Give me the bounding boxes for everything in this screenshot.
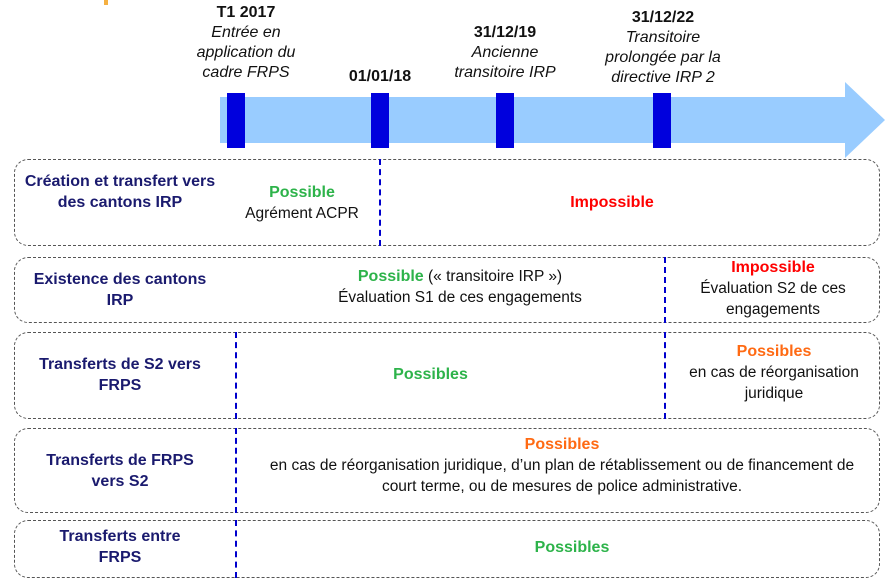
decorative-mark [104,0,108,5]
status-possible: Possible [269,184,335,201]
row-creation-transfert [14,159,880,246]
status-impossible: Impossible [731,259,815,276]
period-divider [235,520,237,578]
cell-detail: Évaluation S2 de ces engagements [700,280,846,318]
cell: Possibles en cas de réorganisation jurid… [262,434,862,497]
row-existence-cantons [14,257,880,323]
row-transferts-frps-s2 [14,428,880,513]
row-label: Existence des cantons IRP [33,271,207,309]
cell: Possible (« transitoire IRP ») Évaluatio… [260,266,660,308]
cell: Impossible Évaluation S2 de ces engageme… [668,257,878,320]
milestone-desc: Transitoire prolongée par la directive I… [605,29,721,86]
cell: Possibles en cas de réorganisation jurid… [668,341,880,404]
milestone-date: T1 2017 [216,4,276,21]
row-transferts-entre-frps [14,520,880,578]
period-divider [235,428,237,513]
milestone-31-12-22: 31/12/22 Transitoire prolongée par la di… [588,8,738,88]
period-divider [235,332,237,419]
cell-detail: Évaluation S1 de ces engagements [338,289,582,306]
cell-detail: en cas de réorganisation juridique, d’un… [269,457,855,495]
status-possibles-conditional: Possibles [736,343,812,360]
milestone-31-12-19: 31/12/19 Ancienne transitoire IRP [435,23,575,83]
milestone-marker [371,93,389,148]
cell: Possibles [238,364,623,385]
timeline-arrow [220,97,846,143]
cell: Impossible [382,192,842,213]
milestone-marker [496,93,514,148]
milestone-desc: Ancienne transitoire IRP [454,44,556,81]
row-label: Création et transfert vers des cantons I… [24,173,216,211]
milestone-date: 31/12/19 [473,24,537,41]
row-label: Transferts de FRPS vers S2 [46,452,194,490]
cell: Possibles [262,537,882,558]
milestone-01-01-18: 01/01/18 [330,67,430,87]
cell-detail: en cas de réorganisation juridique [689,364,859,402]
timeline-arrow-head [845,82,885,158]
row-transferts-s2-frps [14,332,880,419]
period-divider [664,257,666,323]
row-label: Transferts entre FRPS [59,528,181,566]
milestone-marker [227,93,245,148]
period-divider [379,159,381,246]
period-divider [664,332,666,419]
status-suffix: (« transitoire IRP ») [428,268,563,285]
milestone-date: 01/01/18 [348,68,412,85]
cell: Possible Agrément ACPR [222,182,382,224]
milestone-date: 31/12/22 [631,9,695,26]
status-possible: Possible [357,268,424,285]
row-label: Transferts de S2 vers FRPS [39,356,201,394]
milestone-marker [653,93,671,148]
milestone-desc: Entrée en application du cadre FRPS [196,24,296,81]
cell-detail: Agrément ACPR [245,205,359,222]
milestone-t1-2017: T1 2017 Entrée en application du cadre F… [176,3,316,83]
status-possibles: Possibles [534,539,610,556]
status-impossible: Impossible [570,194,654,211]
status-possibles: Possibles [393,366,468,383]
status-possibles-conditional: Possibles [524,436,600,453]
